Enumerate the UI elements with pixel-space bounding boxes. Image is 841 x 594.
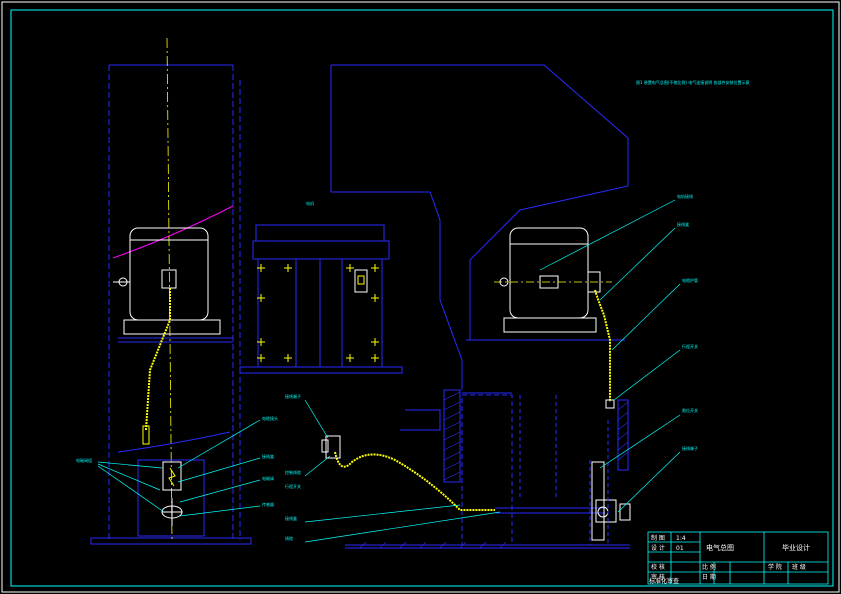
left-valve-frame [137,459,205,537]
title-block [647,531,829,585]
right-dashed-lines [589,420,609,545]
left-motor [113,227,221,335]
callout-r5: 限位开关 [682,407,698,413]
callout-r1: 电机接线 [677,193,693,199]
left-cable-end [142,425,150,445]
tb-row-5-c1: 标准化审查 [649,577,679,585]
drawing-note: 图1 装置电气总图(不按比例) 电气连接说明 各部件安装位置示意 [636,79,749,85]
callout-m4: 接线盒 [285,515,297,521]
left-group-label: 电磁阀组 [76,457,92,463]
tb-extra-1: 学 院 [768,563,782,571]
callout-l1: 电缆接头 [262,415,278,421]
press-switch [354,269,368,293]
title-block-subtitle: 毕业设计 [782,543,810,552]
left-cable [145,288,171,431]
middle-callouts: 接线端子 控制线缆 行程开关 接线盒 线缆 [285,393,301,541]
left-valve-group [161,461,183,526]
left-centerline [166,37,173,541]
middle-switch [321,435,341,459]
right-cylinder [591,461,631,541]
left-lower-curve [117,431,231,453]
hatching [359,391,629,549]
title-block-title: 电气总图 [706,543,734,552]
tb-row-1-c2: 1:4 [676,535,686,542]
tb-row-4-c2: 比 例 [702,563,716,571]
callout-m3: 行程开关 [285,483,301,489]
tb-row-5-c2: 日 期 [702,573,716,581]
callout-r6: 接线端子 [682,445,698,451]
tb-row-2-c1: 设 计 [651,544,665,552]
callout-l4: 传感器 [262,501,274,507]
main-frame [330,64,630,549]
callout-l3: 电磁阀 [262,475,274,481]
right-cable [594,289,611,402]
callout-m5: 线缆 [285,535,293,541]
callout-r4: 行程开关 [682,343,698,349]
tb-row-4-c1: 审 核 [651,573,665,581]
tb-row-3-c1: 校 核 [651,563,665,571]
left-callouts: 电磁阀组 电缆接头 接线盒 电磁阀 传感器 [76,415,278,507]
right-callouts: 电机接线 接线盒 电缆护管 行程开关 限位开关 接线端子 [677,193,698,451]
callout-l2: 接线盒 [262,453,274,459]
inner-border [10,9,834,587]
callout-m1: 接线端子 [285,393,301,399]
left-tower [90,64,252,545]
lower-cable [334,451,495,511]
callout-m2: 控制线缆 [285,469,301,475]
small-mark: 电机 [306,200,314,206]
leader-lines [97,199,681,543]
tb-row-1-c1: 制 图 [651,534,665,542]
hatched-wall-right [617,399,629,471]
hatched-wall-left [443,389,461,483]
press-switch-inner [357,275,365,285]
middle-press [239,224,403,374]
callout-r2: 接线盒 [677,221,689,227]
callout-r3: 电缆护管 [682,277,698,283]
left-curve [112,205,234,259]
tb-extra-2: 班 级 [792,563,806,571]
right-cable-box [605,399,615,409]
bolt-marks [257,264,379,362]
tb-row-2-c2: 01 [676,545,684,552]
right-motor [499,227,601,333]
